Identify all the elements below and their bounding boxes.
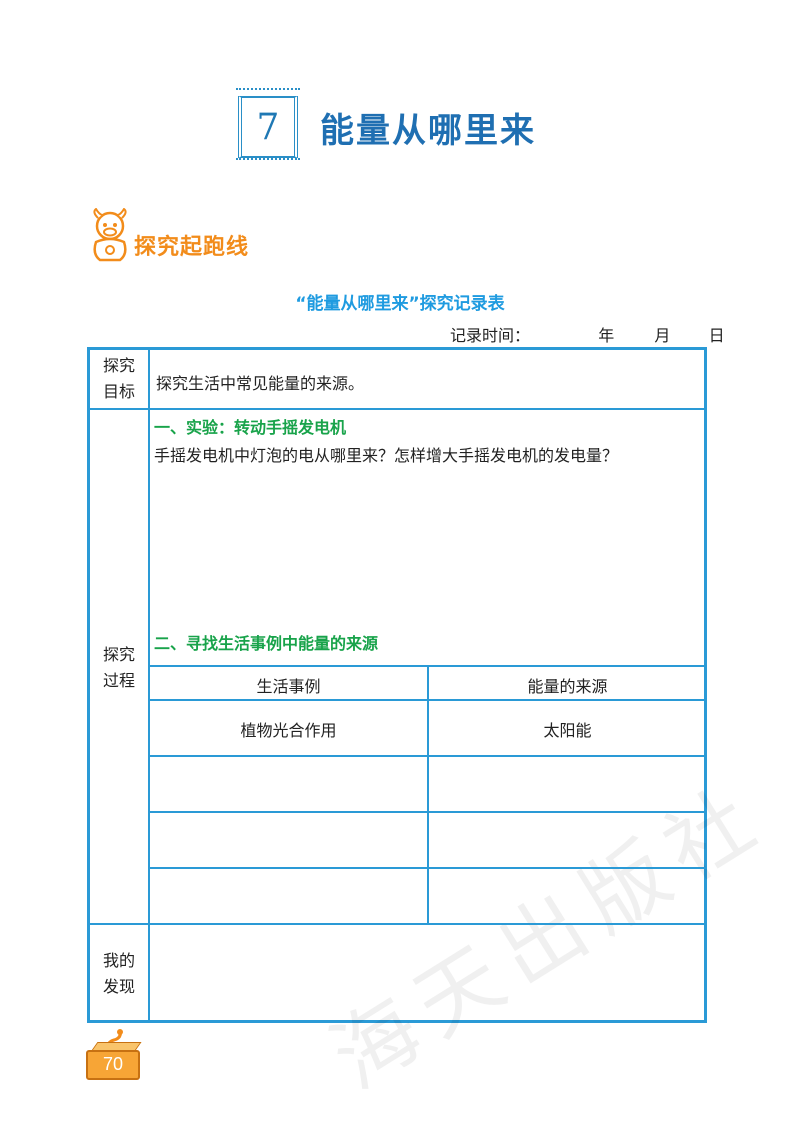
examples-row-line <box>150 811 707 813</box>
lesson-title: 7 能量从哪里来 <box>236 88 536 162</box>
record-table: 海天出版社 探究 目标 探究生活中常见能量的来源。 探究 过程 一、实验：转动手… <box>87 347 782 1107</box>
source-cell-blank[interactable] <box>429 829 706 849</box>
findings-answer-area[interactable] <box>152 928 702 1018</box>
lesson-heading: 能量从哪里来 <box>320 110 536 151</box>
findings-head-line2: 发现 <box>102 977 135 996</box>
source-cell-blank[interactable] <box>429 773 706 793</box>
source-cell: 太阳能 <box>543 721 592 740</box>
record-time-day: 日 <box>708 326 725 345</box>
table-title: “能量从哪里来”探究记录表 <box>295 294 505 314</box>
examples-row-line <box>150 755 707 757</box>
goal-head-line1: 探究 <box>102 356 135 375</box>
section-badge-label: 探究起跑线 <box>134 235 250 260</box>
example-cell: 植物光合作用 <box>240 721 337 740</box>
source-cell-blank[interactable] <box>429 885 706 905</box>
examples-table: 生活事例 能量的来源 植物光合作用 太阳能 <box>150 665 707 925</box>
lesson-number-frame: 7 <box>236 88 300 160</box>
process-head-line2: 过程 <box>102 671 135 690</box>
findings-head-line1: 我的 <box>102 951 135 970</box>
record-time-label: 记录时间： <box>450 326 531 345</box>
example-cell-blank[interactable] <box>150 885 427 905</box>
goal-text: 探究生活中常见能量的来源。 <box>156 374 365 393</box>
experiment-title: 一、实验：转动手摇发电机 <box>154 418 347 437</box>
process-head-line1: 探究 <box>102 645 135 664</box>
row-divider <box>90 923 704 925</box>
examples-column-line <box>427 665 429 925</box>
examples-header-source: 能量的来源 <box>527 677 608 696</box>
process-row-head: 探究 过程 <box>90 642 148 694</box>
example-cell-blank[interactable] <box>150 773 427 793</box>
record-time-year: 年 <box>598 326 615 345</box>
page-number-badge: 70 <box>86 1028 146 1084</box>
goal-row-head: 探究 目标 <box>90 353 148 405</box>
record-time-month: 月 <box>654 326 671 345</box>
example-cell-blank[interactable] <box>150 829 427 849</box>
page-number: 70 <box>102 1054 124 1074</box>
findings-row-head: 我的 发现 <box>90 948 148 1000</box>
page-box <box>86 1050 140 1080</box>
cow-mascot-icon <box>93 208 127 262</box>
examples-row-line <box>150 699 707 701</box>
record-time: 记录时间： 年 月 日 <box>450 322 725 346</box>
examples-title: 二、寻找生活事例中能量的来源 <box>154 634 379 653</box>
column-divider <box>148 350 150 1020</box>
goal-head-line2: 目标 <box>102 382 135 401</box>
examples-row-line <box>150 665 707 667</box>
examples-header-example: 生活事例 <box>256 677 321 696</box>
row-divider <box>90 408 704 410</box>
section-badge: 探究起跑线 <box>86 208 249 264</box>
experiment-question: 手摇发电机中灯泡的电从哪里来？怎样增大手摇发电机的发电量？ <box>154 446 619 465</box>
lesson-number: 7 <box>256 106 280 148</box>
examples-row-line <box>150 867 707 869</box>
